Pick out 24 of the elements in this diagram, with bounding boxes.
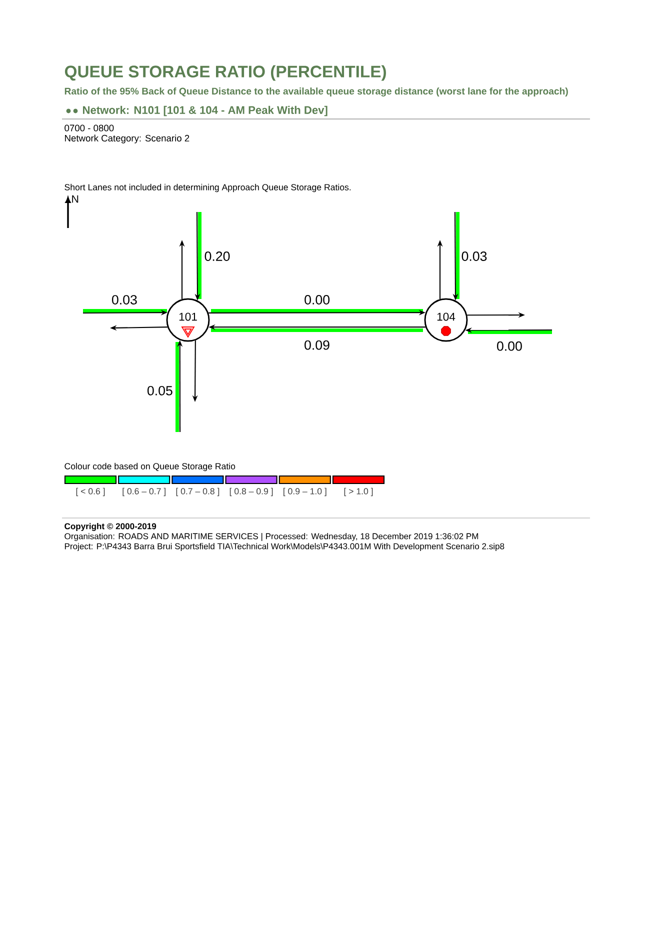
- edge-label: 0.00: [304, 295, 330, 304]
- edge-label: 0.20: [204, 252, 230, 261]
- legend-label: [ < 0.6 ]: [76, 488, 105, 496]
- edge-label: 0.03: [462, 252, 487, 261]
- legend-label: [ 0.9 – 1.0 ]: [284, 488, 326, 496]
- legend-label: [ > 1.0 ]: [344, 488, 373, 496]
- north-label: N: [72, 195, 78, 203]
- edge-label: 0.00: [497, 341, 522, 351]
- subtitle: Ratio of the 95% Back of Queue Distance to the available queue storage distance (worst lane for the approach): [64, 88, 568, 96]
- edge-label: 0.05: [147, 386, 172, 396]
- edge-label: 0.09: [304, 340, 330, 350]
- legend-label: [ 0.7 – 0.8 ]: [176, 488, 220, 496]
- category-text: Network Category: Scenario 2: [65, 134, 190, 144]
- title: QUEUE STORAGE RATIO (PERCENTILE): [64, 65, 386, 81]
- edge-label: 0.03: [112, 295, 137, 304]
- network-heading: Network: N101 [101 & 104 - AM Peak With Dev]: [83, 106, 328, 116]
- note-text: Short Lanes not included in determining Approach Queue Storage Ratios.: [64, 184, 351, 192]
- footer-text: Organisation: ROADS AND MARITIME SERVICES | Processed: Wednesday, 18 December 2019 1:36:02 PM: [64, 533, 478, 541]
- legend-title: Colour code based on Queue Storage Ratio: [64, 462, 236, 472]
- legend-label: [ 0.6 – 0.7 ]: [122, 488, 166, 496]
- copyright-text: Copyright © 2000-2019: [64, 523, 156, 531]
- footer-text: Project: P:\P4343 Barra Brui Sportsfield TIA\Technical Work\Models\P4343.001M With Development Scenario 2.sip8: [64, 543, 504, 551]
- legend-label: [ 0.8 – 0.9 ]: [230, 488, 273, 496]
- time-period: 0700 - 0800: [64, 124, 114, 132]
